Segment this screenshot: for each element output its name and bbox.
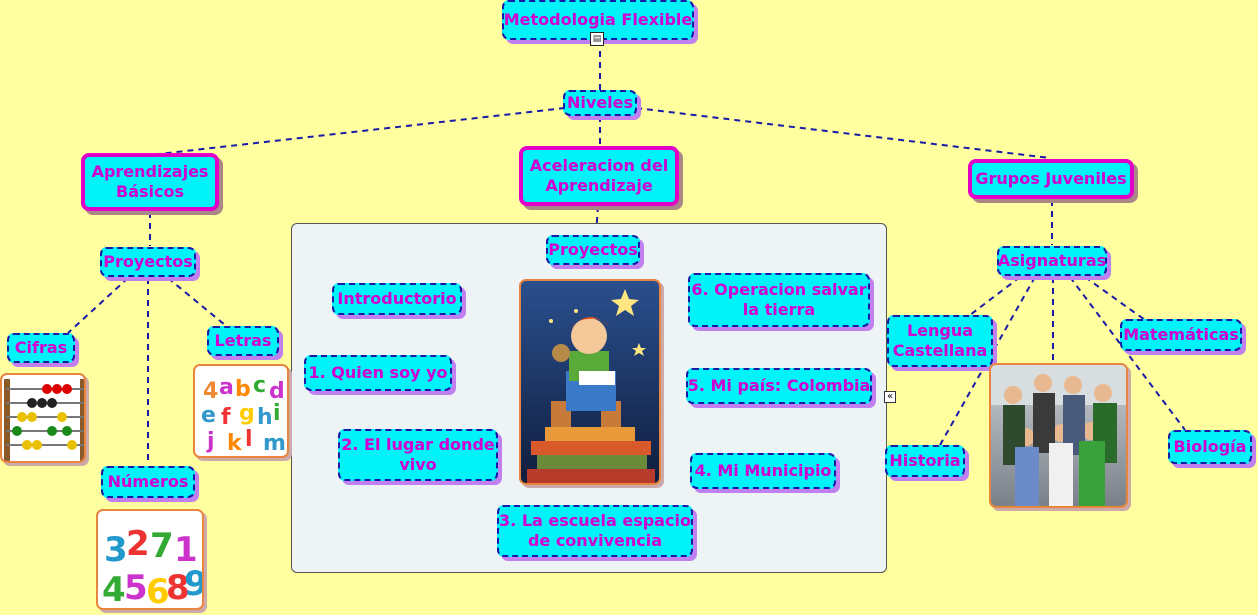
node-lengua-castellana[interactable]: Lengua Castellana (887, 315, 993, 367)
node-niveles[interactable]: Niveles (563, 90, 637, 116)
node-quien-soy-yo[interactable]: 1. Quien soy yo (304, 355, 452, 391)
students-group-image (989, 363, 1128, 508)
node-historia[interactable]: Historia (885, 445, 965, 477)
svg-text:i: i (273, 401, 281, 426)
node-grupos-juveniles[interactable]: Grupos Juveniles (968, 159, 1134, 199)
svg-text:h: h (257, 405, 273, 430)
node-aprendizajes-basicos[interactable]: Aprendizajes Básicos (81, 153, 219, 211)
node-proyectos-left[interactable]: Proyectos (100, 247, 196, 277)
node-operacion-salvar-tierra[interactable]: 6. Operacion salvar la tierra (688, 273, 870, 327)
svg-text:b: b (235, 377, 251, 402)
node-mi-pais-colombia[interactable]: 5. Mi país: Colombia (686, 368, 872, 404)
numbers-image: 327 1 456 89 (96, 509, 204, 610)
node-el-lugar-donde-vivo[interactable]: 2. El lugar donde vivo (338, 429, 498, 481)
svg-text:5: 5 (124, 568, 148, 608)
svg-text:7: 7 (150, 526, 174, 566)
svg-text:a: a (219, 375, 234, 400)
boy-reading-image (519, 279, 661, 485)
svg-text:j: j (206, 429, 215, 454)
node-introductorio[interactable]: Introductorio (332, 283, 462, 315)
abacus-image (0, 373, 86, 463)
node-letras[interactable]: Letras (207, 326, 279, 356)
svg-text:4: 4 (102, 570, 126, 610)
node-cifras[interactable]: Cifras (7, 333, 75, 363)
svg-text:l: l (245, 427, 253, 452)
collapse-icon[interactable]: « (884, 391, 896, 403)
svg-text:k: k (227, 431, 243, 456)
note-icon[interactable]: ▤ (590, 32, 604, 46)
svg-text:g: g (239, 401, 255, 426)
svg-text:e: e (201, 403, 216, 428)
svg-text:4: 4 (203, 379, 218, 404)
svg-text:m: m (263, 431, 286, 456)
svg-text:2: 2 (126, 524, 150, 564)
node-biologia[interactable]: Biología (1168, 430, 1252, 464)
svg-text:f: f (221, 405, 231, 430)
node-asignaturas[interactable]: Asignaturas (997, 246, 1107, 276)
node-la-escuela[interactable]: 3. La escuela espacio de convivencia (497, 505, 693, 557)
svg-text:9: 9 (184, 564, 204, 604)
node-numeros[interactable]: Números (101, 466, 195, 498)
node-aceleracion-aprendizaje[interactable]: Aceleracion del Aprendizaje (519, 146, 679, 206)
node-proyectos-center[interactable]: Proyectos (546, 235, 640, 265)
node-mi-municipio[interactable]: 4. Mi Municipio (690, 453, 836, 489)
svg-text:c: c (253, 373, 266, 398)
svg-text:3: 3 (104, 530, 128, 570)
node-matematicas[interactable]: Matemáticas (1120, 319, 1242, 351)
